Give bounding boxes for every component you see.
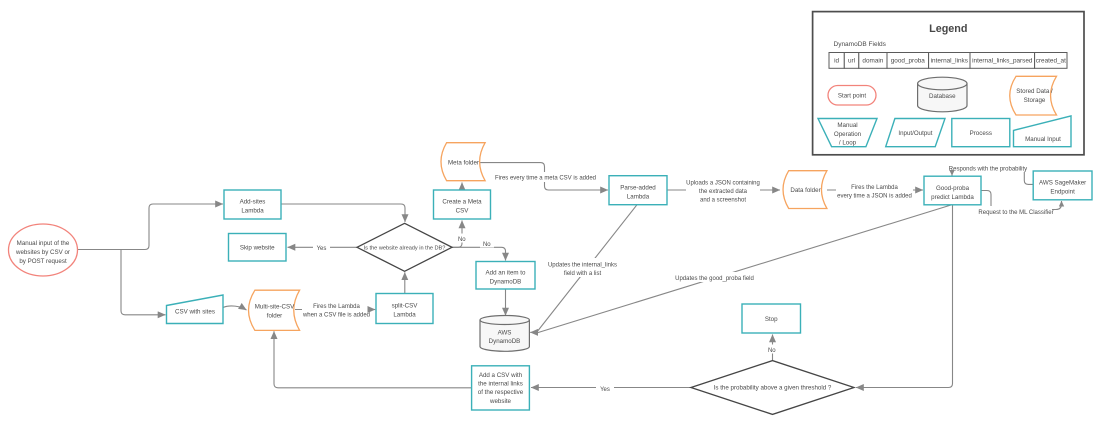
svg-text:Input/Output: Input/Output: [898, 130, 932, 137]
svg-text:No: No: [483, 242, 491, 248]
svg-text:internal_links: internal_links: [931, 58, 968, 65]
svg-text:Legend: Legend: [929, 23, 967, 35]
svg-text:id: id: [834, 58, 839, 65]
svg-text:Updates the good_proba field: Updates the good_proba field: [675, 276, 754, 282]
svg-text:url: url: [848, 58, 855, 65]
svg-text:Yes: Yes: [600, 387, 610, 393]
svg-text:Process: Process: [970, 130, 992, 137]
svg-text:Responds with the probability: Responds with the probability: [949, 167, 1027, 173]
svg-text:domain: domain: [862, 58, 883, 65]
svg-text:DynamoDB Fields: DynamoDB Fields: [834, 41, 887, 48]
svg-text:created_at: created_at: [1036, 58, 1066, 65]
svg-text:Stop: Stop: [765, 316, 778, 323]
svg-text:Yes: Yes: [317, 246, 327, 252]
svg-text:Manual Input: Manual Input: [1025, 136, 1061, 143]
svg-text:Is the probability above a giv: Is the probability above a given thresho…: [714, 385, 832, 392]
svg-text:internal_links_parsed: internal_links_parsed: [972, 58, 1033, 65]
svg-text:Start point: Start point: [838, 93, 866, 100]
svg-text:Data folder: Data folder: [790, 187, 820, 194]
svg-text:good_proba: good_proba: [891, 58, 926, 65]
svg-text:Fires every time a meta CSV is: Fires every time a meta CSV is added: [495, 176, 596, 182]
svg-text:Database: Database: [929, 93, 956, 100]
svg-text:Request to the ML Classifier: Request to the ML Classifier: [978, 210, 1053, 216]
svg-text:Is the website already in the: Is the website already in the DB?: [364, 245, 446, 251]
svg-text:CSV with sites: CSV with sites: [175, 309, 215, 316]
svg-text:Skip website: Skip website: [240, 245, 275, 252]
svg-text:Meta folder: Meta folder: [448, 159, 479, 166]
svg-text:No: No: [458, 237, 466, 243]
svg-text:No: No: [768, 348, 776, 354]
